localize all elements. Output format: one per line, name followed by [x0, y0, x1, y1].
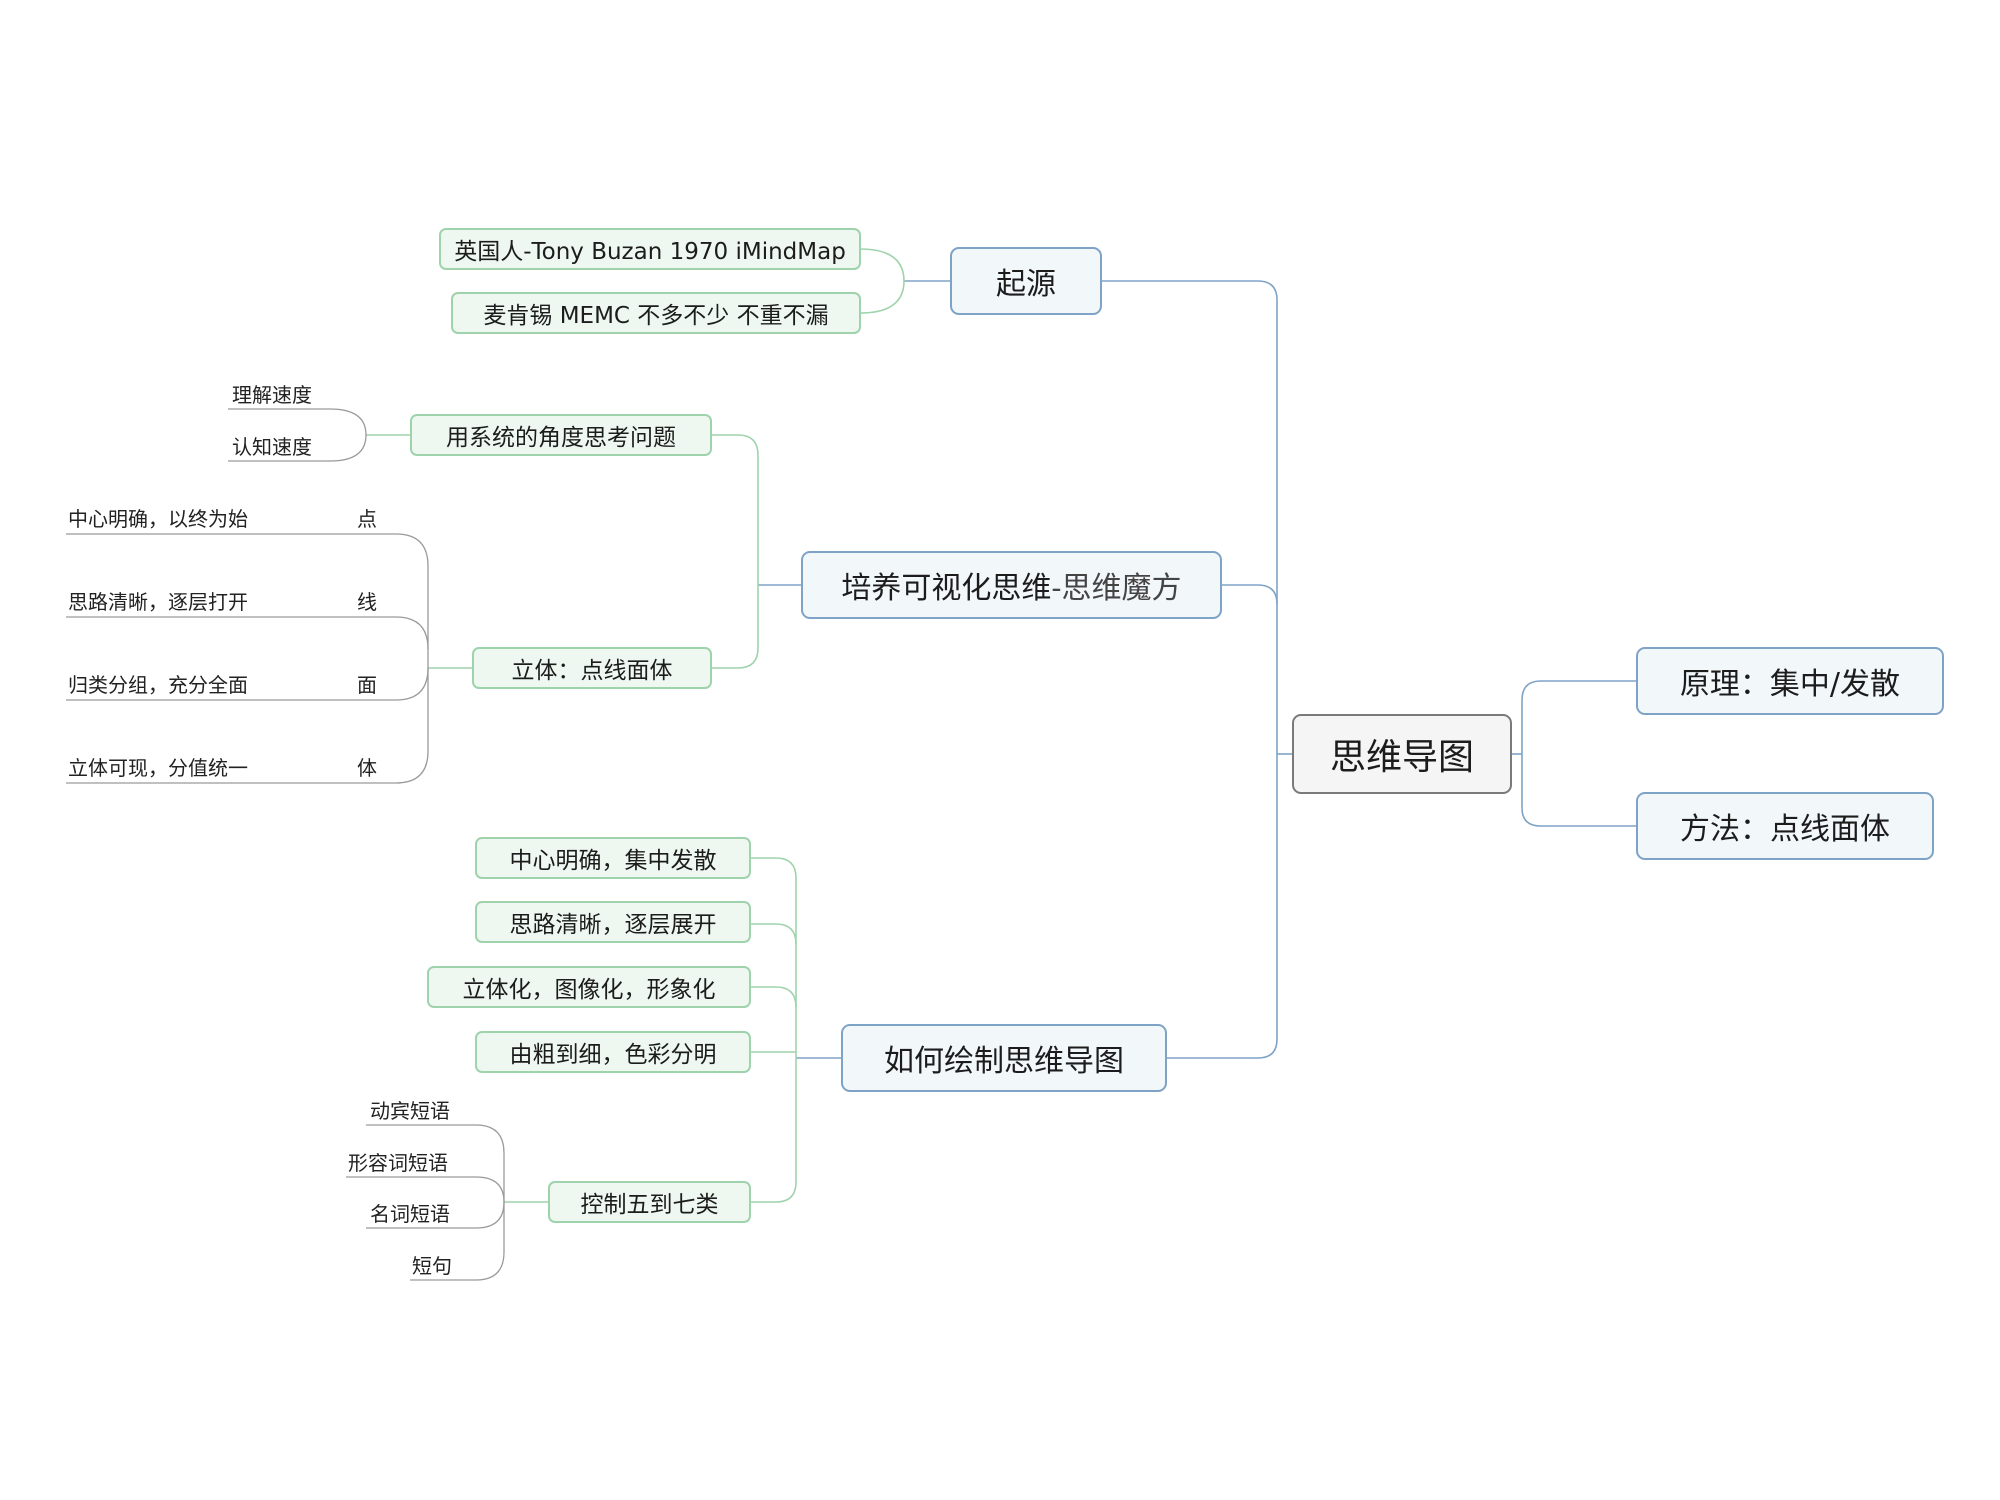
connector-origin-1: [859, 248, 905, 282]
topic-method[interactable]: 方法：点线面体: [1636, 792, 1934, 860]
topic-how-to-draw[interactable]: 如何绘制思维导图: [841, 1024, 1167, 1092]
leaf-body[interactable]: 立体可现，分值统一: [68, 756, 248, 780]
connector-draw-control: [750, 1181, 797, 1203]
leaf-cognition-speed[interactable]: 认知速度: [232, 435, 312, 459]
root-topic-label: 思维导图: [1329, 737, 1474, 778]
leaf-point-tag: 点: [357, 507, 377, 531]
topic-principle-label: 原理：集中/发散: [1679, 667, 1901, 702]
topic-principle[interactable]: 原理：集中/发散: [1636, 647, 1944, 715]
leaf-body-tag: 体: [357, 756, 377, 780]
subtopic-solid[interactable]: 立体：点线面体: [472, 647, 712, 689]
connector-origin-2: [859, 280, 905, 314]
subtopic-origin-uk-label: 英国人-Tony Buzan 1970 iMindMap: [454, 239, 846, 265]
topic-visual-thinking[interactable]: 培养可视化思维-思维魔方: [801, 551, 1222, 619]
subtopic-draw-visualize-label: 立体化，图像化，形象化: [462, 977, 716, 1003]
topic-visual-thinking-label: 培养可视化思维: [841, 571, 1052, 606]
leaf-face[interactable]: 归类分组，充分全面: [68, 673, 248, 697]
subtopic-draw-center[interactable]: 中心明确，集中发散: [475, 837, 751, 879]
leaf-verb-object[interactable]: 动宾短语: [370, 1099, 450, 1123]
subtopic-origin-mckinsey[interactable]: 麦肯锡 MEMC 不多不少 不重不漏: [451, 292, 861, 334]
connector-draw-1: [750, 857, 797, 879]
connector-draw-2: [750, 923, 797, 945]
subtopic-system-thinking-label: 用系统的角度思考问题: [446, 425, 676, 451]
connector-root-draw: [1166, 1038, 1278, 1059]
topic-method-label: 方法：点线面体: [1680, 812, 1890, 847]
leaf-sentence[interactable]: 短句: [412, 1254, 452, 1278]
leaf-point[interactable]: 中心明确，以终为始: [68, 507, 248, 531]
leaf-adjective[interactable]: 形容词短语: [348, 1151, 448, 1175]
leaf-face-tag: 面: [357, 673, 377, 697]
subtopic-system-thinking[interactable]: 用系统的角度思考问题: [410, 414, 712, 456]
topic-origin-label: 起源: [996, 267, 1056, 302]
connector-visual-system: [711, 434, 759, 456]
leaf-line-point: [66, 533, 429, 567]
root-topic[interactable]: 思维导图: [1292, 714, 1512, 794]
connector-root-origin: [1101, 280, 1278, 301]
subtopic-origin-mckinsey-label: 麦肯锡 MEMC 不多不少 不重不漏: [483, 303, 829, 329]
connector-visual-solid: [711, 647, 759, 669]
topic-origin[interactable]: 起源: [950, 247, 1102, 315]
leaf-line-adj: [346, 1176, 505, 1203]
subtopic-draw-coarse-fine[interactable]: 由粗到细，色彩分明: [475, 1031, 751, 1073]
subtopic-draw-clear[interactable]: 思路清晰，逐层展开: [475, 901, 751, 943]
subtopic-draw-clear-label: 思路清晰，逐层展开: [509, 912, 717, 938]
leaf-line-verb: [366, 1124, 505, 1154]
subtopic-origin-uk[interactable]: 英国人-Tony Buzan 1970 iMindMap: [439, 228, 861, 270]
subtopic-control-categories[interactable]: 控制五到七类: [548, 1181, 751, 1223]
topic-visual-thinking-suffix: -思维魔方: [1051, 571, 1182, 606]
leaf-line-body: [66, 750, 429, 784]
leaf-line-tag: 线: [357, 590, 377, 614]
subtopic-solid-label: 立体：点线面体: [511, 658, 673, 684]
leaf-line-line: [66, 616, 429, 650]
subtopic-control-categories-label: 控制五到七类: [580, 1192, 719, 1218]
subtopic-draw-coarse-fine-label: 由粗到细，色彩分明: [509, 1042, 717, 1068]
connector-root-method: [1521, 807, 1636, 827]
connector-root-principle: [1521, 680, 1636, 701]
leaf-line-sentence: [410, 1251, 505, 1281]
subtopic-draw-visualize[interactable]: 立体化，图像化，形象化: [427, 966, 751, 1008]
connector-root-visual: [1221, 584, 1278, 605]
leaf-understand-speed[interactable]: 理解速度: [232, 383, 312, 407]
leaf-line-cognition: [228, 434, 367, 462]
leaf-line[interactable]: 思路清晰，逐层打开: [68, 590, 248, 614]
subtopic-draw-center-label: 中心明确，集中发散: [509, 848, 717, 874]
connector-draw-3: [750, 986, 797, 1008]
leaf-noun[interactable]: 名词短语: [370, 1202, 450, 1226]
leaf-line-understand: [228, 408, 367, 436]
topic-how-to-draw-label: 如何绘制思维导图: [884, 1044, 1124, 1079]
